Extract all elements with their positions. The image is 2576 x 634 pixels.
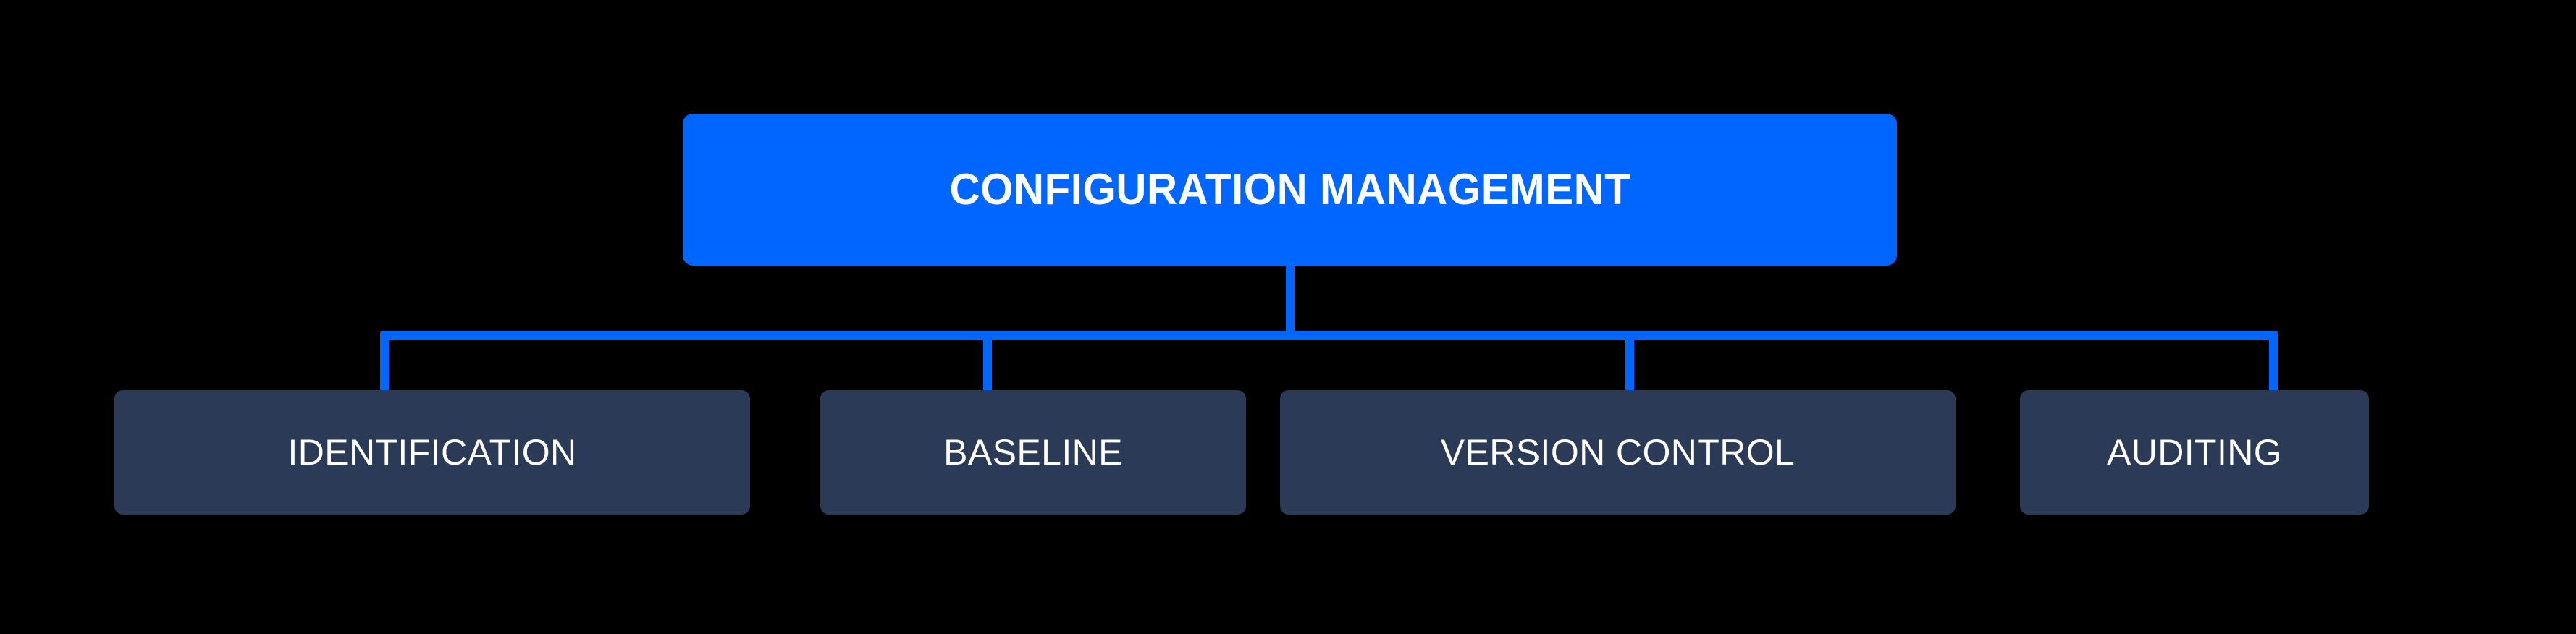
node-child-label-auditing: AUDITING: [2106, 432, 2283, 473]
node-child-label-version-control: VERSION CONTROL: [1440, 432, 1796, 473]
node-child-baseline[interactable]: BASELINE: [820, 390, 1246, 515]
node-child-label-identification: IDENTIFICATION: [287, 432, 577, 473]
node-child-identification[interactable]: IDENTIFICATION: [114, 390, 750, 515]
connector-drop-identification: [380, 334, 389, 392]
connector-drop-baseline: [983, 334, 992, 392]
connector-root-stem: [1286, 264, 1295, 334]
connector-drop-version-control: [1625, 334, 1634, 392]
node-root-label: CONFIGURATION MANAGEMENT: [949, 165, 1630, 214]
connector-horizontal-bus: [380, 331, 2278, 340]
node-child-label-baseline: BASELINE: [943, 432, 1123, 473]
node-root-configuration-management[interactable]: CONFIGURATION MANAGEMENT: [683, 114, 1897, 266]
connector-drop-auditing: [2269, 334, 2278, 392]
node-child-auditing[interactable]: AUDITING: [2020, 390, 2369, 515]
node-child-version-control[interactable]: VERSION CONTROL: [1280, 390, 1956, 515]
